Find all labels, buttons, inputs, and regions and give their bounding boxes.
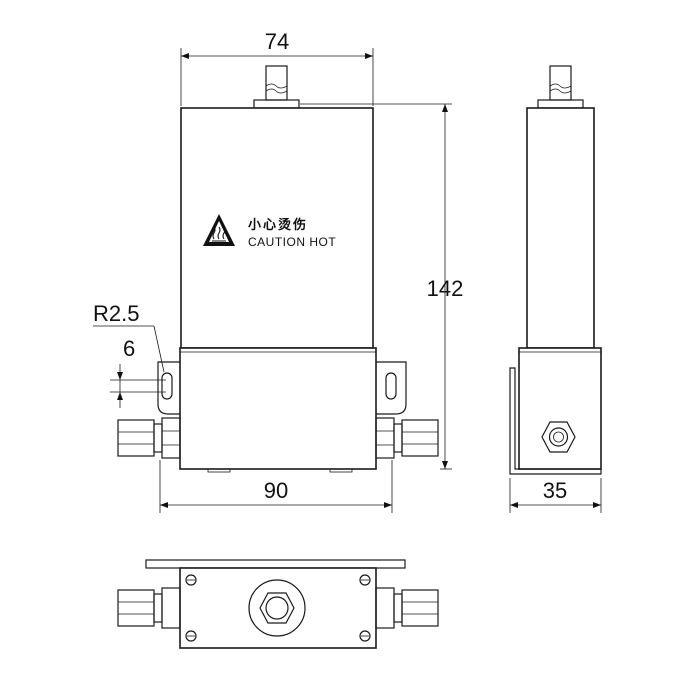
right-fitting bbox=[375, 417, 439, 459]
dimension-label-142: 142 bbox=[427, 276, 464, 301]
bottom-left-fitting bbox=[117, 587, 181, 629]
front-base-block bbox=[179, 347, 377, 470]
left-fitting bbox=[117, 417, 181, 459]
dimension-label-r2-5: R2.5 bbox=[93, 301, 139, 326]
bottom-right-fitting bbox=[375, 587, 439, 629]
left-mounting-ear bbox=[157, 361, 180, 415]
bottom-screws bbox=[185, 574, 371, 642]
front-cable bbox=[253, 65, 300, 109]
warning-text-english: CAUTION HOT bbox=[248, 235, 336, 249]
right-mounting-ear bbox=[376, 361, 407, 415]
dimension-label-35: 35 bbox=[543, 478, 567, 503]
front-view: 小心烫伤 CAUTION HOT bbox=[93, 29, 463, 513]
dimension-height-142: 142 bbox=[300, 103, 464, 470]
side-cable bbox=[537, 65, 584, 109]
warning-text-chinese: 小心烫伤 bbox=[248, 217, 308, 233]
hot-surface-warning-icon bbox=[203, 214, 235, 246]
bottom-bracket-plate bbox=[145, 559, 406, 569]
bottom-center-port bbox=[248, 579, 306, 637]
dimension-width-74: 74 bbox=[180, 29, 374, 106]
dimension-label-90: 90 bbox=[264, 478, 288, 503]
side-housing bbox=[526, 107, 595, 349]
side-base-block bbox=[518, 347, 602, 470]
side-fitting bbox=[541, 421, 576, 453]
dimension-slot: R2.5 6 bbox=[93, 301, 166, 408]
dimension-label-6: 6 bbox=[123, 336, 135, 361]
side-bracket bbox=[509, 367, 602, 475]
dimension-depth-35: 35 bbox=[509, 478, 602, 513]
dimension-label-74: 74 bbox=[265, 29, 289, 54]
warning-label: 小心烫伤 CAUTION HOT bbox=[203, 214, 336, 249]
side-view: 35 bbox=[509, 65, 602, 513]
dimension-width-90: 90 bbox=[159, 460, 393, 513]
bottom-view bbox=[117, 559, 439, 649]
